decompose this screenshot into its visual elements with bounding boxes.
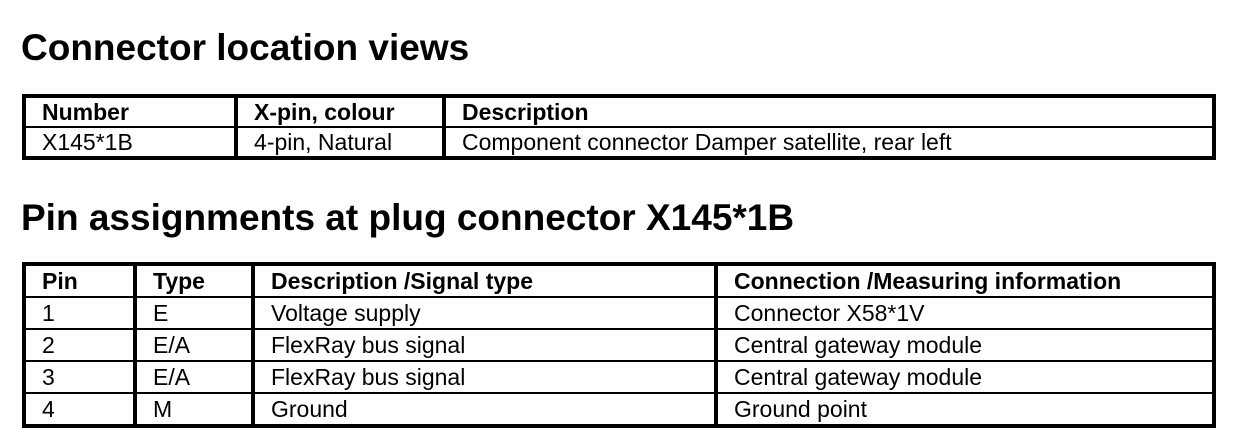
cell-pin: 2 — [23, 328, 136, 362]
cell-connection: Central gateway module — [714, 360, 1215, 394]
cell-signal-description: FlexRay bus signal — [251, 328, 717, 362]
cell-pin: 4 — [23, 392, 136, 427]
header-pin: Pin — [23, 263, 136, 298]
cell-description: Component connector Damper satellite, re… — [442, 126, 1215, 159]
header-number: Number — [23, 95, 237, 128]
cell-signal-description: Ground — [251, 392, 717, 427]
cell-type: E/A — [133, 328, 254, 362]
cell-type: E/A — [133, 360, 254, 394]
cell-signal-description: FlexRay bus signal — [251, 360, 717, 394]
header-connection: Connection /Measuring information — [714, 263, 1215, 298]
connector-table: Number X-pin, colour Description X145*1B… — [22, 94, 1216, 160]
cell-connection: Ground point — [714, 392, 1215, 427]
header-description: Description — [442, 95, 1215, 128]
connector-table-header-row: Number X-pin, colour Description — [23, 95, 1215, 128]
header-xpin: X-pin, colour — [234, 95, 445, 128]
table-row: 3 E/A FlexRay bus signal Central gateway… — [23, 360, 1215, 394]
pin-assignment-table: Pin Type Description /Signal type Connec… — [22, 262, 1216, 428]
header-type: Type — [133, 263, 254, 298]
cell-signal-description: Voltage supply — [251, 296, 717, 330]
cell-connection: Central gateway module — [714, 328, 1215, 362]
pin-table-header-row: Pin Type Description /Signal type Connec… — [23, 263, 1215, 298]
table-row: 4 M Ground Ground point — [23, 392, 1215, 427]
cell-connection: Connector X58*1V — [714, 296, 1215, 330]
pin-section-title: Pin assignments at plug connector X145*1… — [21, 197, 795, 238]
cell-pin: 3 — [23, 360, 136, 394]
table-row: 1 E Voltage supply Connector X58*1V — [23, 296, 1215, 330]
cell-pin: 1 — [23, 296, 136, 330]
cell-xpin: 4-pin, Natural — [234, 126, 445, 159]
cell-number: X145*1B — [23, 126, 237, 159]
cell-type: E — [133, 296, 254, 330]
header-signal-description: Description /Signal type — [251, 263, 717, 298]
connector-section-title: Connector location views — [21, 27, 470, 68]
table-row: X145*1B 4-pin, Natural Component connect… — [23, 126, 1215, 159]
table-row: 2 E/A FlexRay bus signal Central gateway… — [23, 328, 1215, 362]
cell-type: M — [133, 392, 254, 427]
